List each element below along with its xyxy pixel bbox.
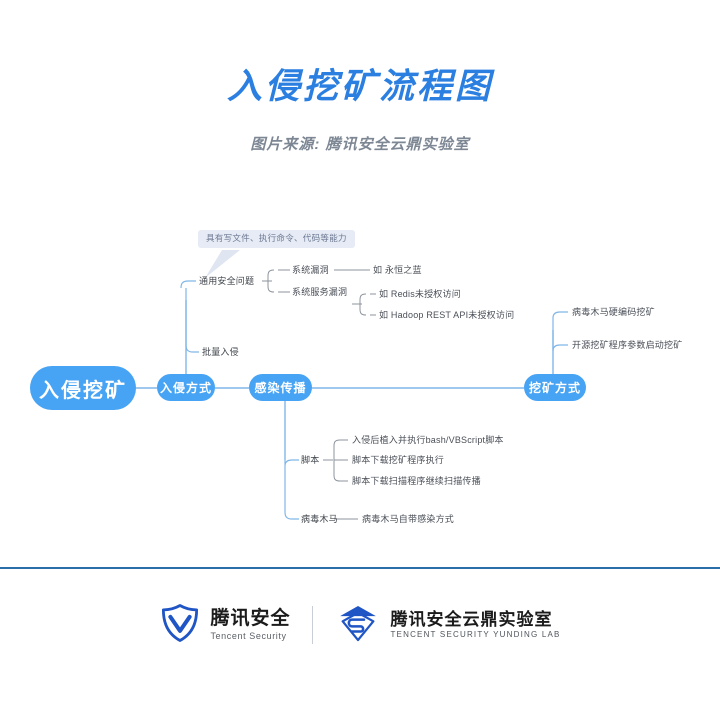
page-title: 入侵挖矿流程图 bbox=[226, 67, 493, 106]
leaf-virus-trojan-self-infection[interactable]: 病毒木马自带感染方式 bbox=[362, 514, 455, 524]
node-mining-method[interactable]: 挖矿方式 bbox=[524, 374, 586, 401]
node-root[interactable]: 入侵挖矿 bbox=[30, 366, 136, 410]
leaf-script-download-miner[interactable]: 脚本下载挖矿程序执行 bbox=[352, 455, 445, 465]
callout-tooltip: 具有写文件、执行命令、代码等能力 bbox=[198, 230, 355, 248]
header: 入侵挖矿流程图 图片来源: 腾讯安全云鼎实验室 bbox=[0, 0, 720, 154]
brand-cn-label: 腾讯安全 bbox=[210, 607, 291, 629]
node-infection-spread[interactable]: 感染传播 bbox=[249, 374, 312, 401]
leaf-general-security-issue[interactable]: 通用安全问题 bbox=[199, 276, 255, 286]
cloud-diamond-icon bbox=[335, 602, 381, 649]
leaf-script[interactable]: 脚本 bbox=[301, 455, 320, 465]
leaf-bulk-intrusion[interactable]: 批量入侵 bbox=[202, 347, 239, 357]
leaf-virus-trojan[interactable]: 病毒木马 bbox=[301, 514, 338, 524]
leaf-script-download-scanner[interactable]: 脚本下载扫描程序继续扫描传播 bbox=[352, 476, 481, 486]
footer-separator bbox=[312, 606, 314, 644]
leaf-hardcoded-mining[interactable]: 病毒木马硬编码挖矿 bbox=[572, 307, 655, 317]
footer-divider bbox=[0, 567, 720, 569]
mindmap-canvas: 入侵挖矿 入侵方式 感染传播 挖矿方式 通用安全问题 批量入侵 系统漏洞 如 永… bbox=[30, 230, 683, 524]
brand-tencent-security: 腾讯安全 Tencent Security bbox=[159, 602, 290, 649]
page-subtitle: 图片来源: 腾讯安全云鼎实验室 bbox=[250, 135, 470, 153]
mindmap-connectors bbox=[136, 250, 568, 520]
brand-cn-label: 腾讯安全云鼎实验室 bbox=[390, 609, 553, 629]
brand-en-label: TENCENT SECURITY YUNDING LAB bbox=[390, 630, 561, 640]
footer: 腾讯安全 Tencent Security 腾讯安全云鼎实验室 TENCENT … bbox=[0, 590, 720, 660]
brand-en-label: Tencent Security bbox=[210, 630, 287, 641]
leaf-eternal-blue[interactable]: 如 永恒之蓝 bbox=[373, 265, 422, 275]
shield-icon bbox=[159, 602, 201, 649]
leaf-script-implant-execute[interactable]: 入侵后植入并执行bash/VBScript脚本 bbox=[352, 435, 504, 445]
brand-tencent-security-text: 腾讯安全 Tencent Security bbox=[210, 608, 290, 642]
leaf-system-service-vulnerability[interactable]: 系统服务漏洞 bbox=[292, 287, 348, 297]
brand-yunding-lab: 腾讯安全云鼎实验室 TENCENT SECURITY YUNDING LAB bbox=[335, 602, 560, 649]
leaf-system-vulnerability[interactable]: 系统漏洞 bbox=[292, 265, 329, 275]
brand-yunding-lab-text: 腾讯安全云鼎实验室 TENCENT SECURITY YUNDING LAB bbox=[390, 610, 560, 641]
leaf-redis-unauthorized[interactable]: 如 Redis未授权访问 bbox=[379, 289, 461, 299]
leaf-opensource-miner-params[interactable]: 开源挖矿程序参数启动挖矿 bbox=[572, 340, 683, 350]
leaf-hadoop-rest-api-unauthorized[interactable]: 如 Hadoop REST API未授权访问 bbox=[379, 310, 515, 320]
node-intrusion-method[interactable]: 入侵方式 bbox=[157, 374, 215, 401]
